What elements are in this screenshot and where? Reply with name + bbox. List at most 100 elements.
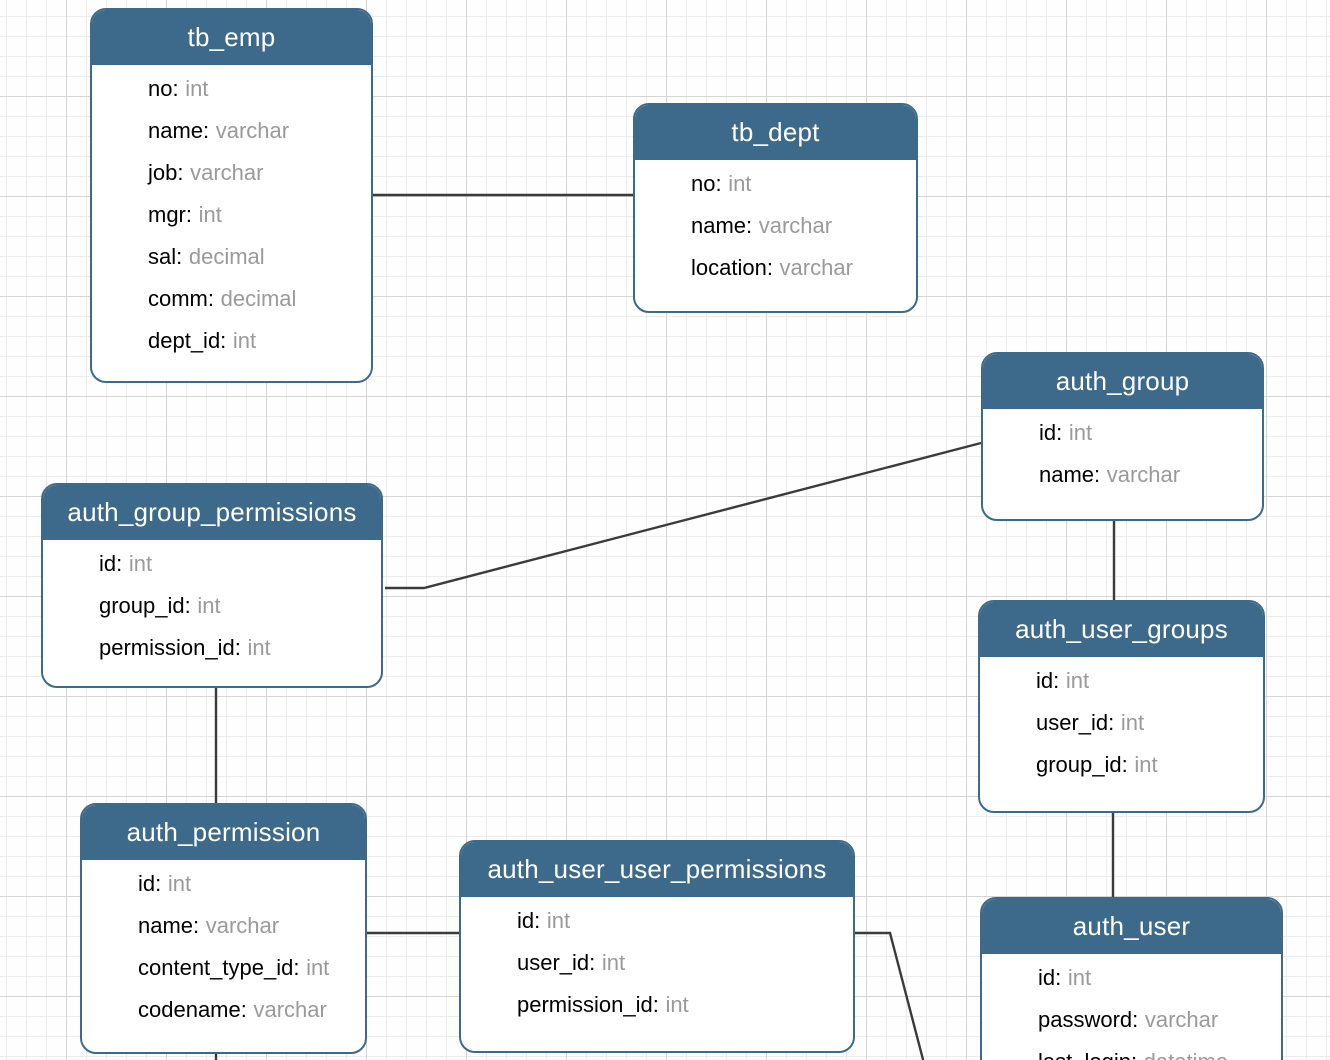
field-name: content_type_id: xyxy=(138,955,300,980)
entity-title[interactable]: tb_dept xyxy=(635,105,916,160)
entity-title[interactable]: auth_group xyxy=(983,354,1262,409)
field-row-id[interactable]: id:int xyxy=(982,957,1281,999)
field-row-name[interactable]: name:varchar xyxy=(983,454,1262,496)
field-type: int xyxy=(1068,420,1093,445)
field-type: int xyxy=(1134,752,1158,777)
field-name: dept_id: xyxy=(148,328,227,353)
field-type: int xyxy=(665,992,689,1017)
field-row-last_login[interactable]: last_login: datetime xyxy=(982,1041,1281,1060)
field-row-password[interactable]: password:varchar xyxy=(982,999,1281,1041)
field-type: int xyxy=(247,635,271,660)
field-type: int xyxy=(306,955,330,980)
field-type: varchar xyxy=(1144,1007,1219,1032)
field-name: permission_id: xyxy=(517,992,659,1017)
entity-auth-user[interactable]: auth_user id:intpassword:varcharlast_log… xyxy=(980,897,1283,1060)
field-type: int xyxy=(601,950,626,975)
field-name: name: xyxy=(1039,462,1101,487)
field-row-group_id[interactable]: group_id:int xyxy=(980,744,1263,786)
field-name: id: xyxy=(517,908,541,933)
field-name: job: xyxy=(148,160,184,185)
entity-title[interactable]: auth_user_user_permissions xyxy=(461,842,853,897)
relationship-edge-auth_user_user_permissions-to-offscreen-bottom[interactable] xyxy=(855,931,932,1060)
field-row-id[interactable]: id:int xyxy=(82,863,365,905)
field-type: varchar xyxy=(253,997,327,1022)
entity-title[interactable]: tb_emp xyxy=(92,10,371,65)
field-type: int xyxy=(1065,668,1090,693)
field-row-no[interactable]: no:int xyxy=(635,163,916,205)
field-row-dept_id[interactable]: dept_id:int xyxy=(92,320,371,362)
field-row-name[interactable]: name:varchar xyxy=(82,905,365,947)
field-name: codename: xyxy=(138,997,247,1022)
field-type: varchar xyxy=(215,118,290,143)
field-row-no[interactable]: no:int xyxy=(92,68,371,110)
field-row-permission_id[interactable]: permission_id:int xyxy=(43,627,381,669)
entity-title[interactable]: auth_user xyxy=(982,899,1281,954)
field-type: int xyxy=(1120,710,1145,735)
field-name: id: xyxy=(138,871,162,896)
field-row-id[interactable]: id:int xyxy=(461,900,853,942)
field-name: id: xyxy=(1036,668,1060,693)
field-type: varchar xyxy=(190,160,264,185)
field-name: name: xyxy=(148,118,210,143)
field-type: varchar xyxy=(779,255,853,280)
entity-title[interactable]: auth_permission xyxy=(82,805,365,860)
entity-title[interactable]: auth_user_groups xyxy=(980,602,1263,657)
field-name: no: xyxy=(691,171,722,196)
field-type: int xyxy=(728,171,752,196)
field-type: int xyxy=(167,871,192,896)
field-row-group_id[interactable]: group_id:int xyxy=(43,585,381,627)
field-row-user_id[interactable]: user_id:int xyxy=(461,942,853,984)
field-type: decimal xyxy=(220,286,297,311)
field-name: id: xyxy=(1039,420,1063,445)
field-name: permission_id: xyxy=(99,635,241,660)
field-row-mgr[interactable]: mgr:int xyxy=(92,194,371,236)
field-name: sal: xyxy=(148,244,183,269)
field-name: name: xyxy=(138,913,200,938)
field-name: comm: xyxy=(148,286,214,311)
field-row-content_type_id[interactable]: content_type_id:int xyxy=(82,947,365,989)
field-row-name[interactable]: name:varchar xyxy=(635,205,916,247)
field-row-location[interactable]: location:varchar xyxy=(635,247,916,289)
entity-title[interactable]: auth_group_permissions xyxy=(43,485,381,540)
field-row-sal[interactable]: sal:decimal xyxy=(92,236,371,278)
field-type: int xyxy=(185,76,209,101)
field-type: datetime xyxy=(1144,1049,1228,1060)
relationship-edge-auth_group_permissions-to-auth_group[interactable] xyxy=(385,441,982,590)
field-name: name: xyxy=(691,213,753,238)
field-row-id[interactable]: id:int xyxy=(983,412,1262,454)
field-name: no: xyxy=(148,76,179,101)
field-name: user_id: xyxy=(1036,710,1115,735)
field-name: group_id: xyxy=(99,593,191,618)
field-type: int xyxy=(232,328,257,353)
field-type: varchar xyxy=(205,913,280,938)
field-type: varchar xyxy=(758,213,833,238)
field-name: password: xyxy=(1038,1007,1139,1032)
field-row-codename[interactable]: codename:varchar xyxy=(82,989,365,1031)
field-row-comm[interactable]: comm:decimal xyxy=(92,278,371,320)
field-type: varchar xyxy=(1106,462,1181,487)
field-row-user_id[interactable]: user_id:int xyxy=(980,702,1263,744)
field-type: decimal xyxy=(188,244,265,269)
field-row-name[interactable]: name:varchar xyxy=(92,110,371,152)
field-row-id[interactable]: id:int xyxy=(980,660,1263,702)
field-row-permission_id[interactable]: permission_id:int xyxy=(461,984,853,1026)
field-type: int xyxy=(546,908,571,933)
field-name: last_login: xyxy=(1038,1049,1137,1060)
field-row-id[interactable]: id:int xyxy=(43,543,381,585)
field-name: location: xyxy=(691,255,773,280)
field-row-job[interactable]: job:varchar xyxy=(92,152,371,194)
